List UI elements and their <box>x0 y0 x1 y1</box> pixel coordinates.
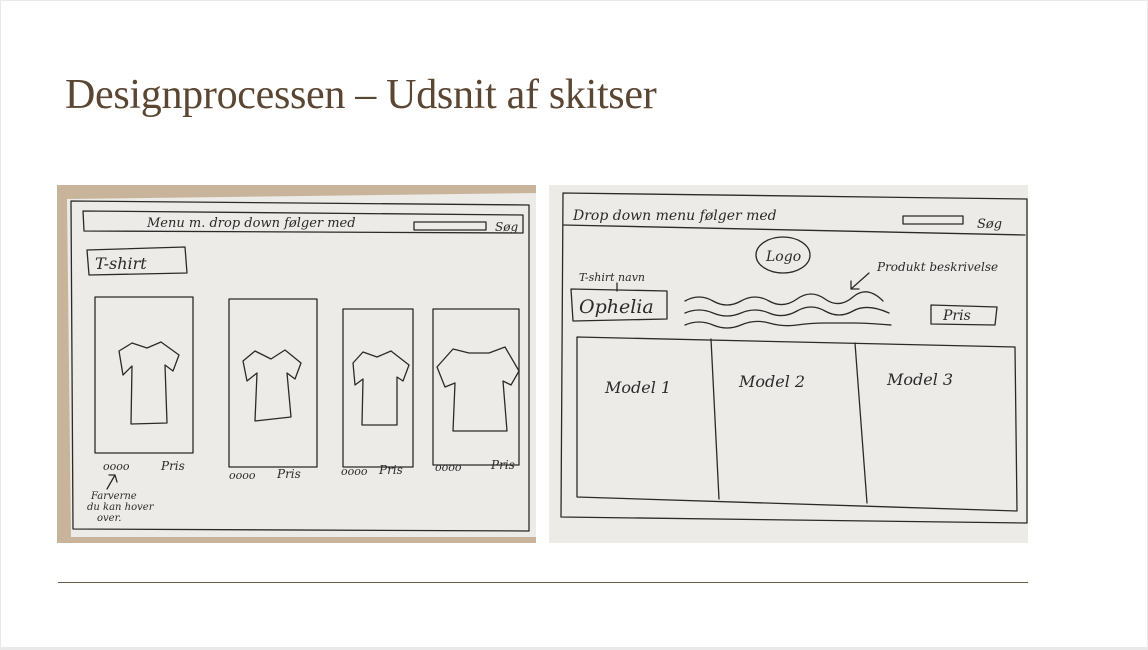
price-box <box>930 304 998 326</box>
description-note: Produkt beskrivelse <box>876 260 998 274</box>
page-frame <box>560 192 1028 524</box>
model-label: Model 2 <box>738 372 805 391</box>
model-divider <box>710 338 720 500</box>
category-label: T-shirt <box>95 254 147 273</box>
models-grid <box>576 336 1018 512</box>
note-arrow <box>106 474 118 490</box>
sketch-photo-product-list: Menu m. drop down følger med Søg T-shirt… <box>57 185 536 543</box>
model-label: Model 3 <box>886 370 953 389</box>
tshirt-sketch <box>352 350 410 426</box>
search-field-sketch <box>413 221 487 231</box>
page-frame <box>70 200 530 532</box>
price-label: Pris <box>942 308 971 324</box>
model-divider <box>854 342 868 504</box>
color-dots: oooo <box>435 461 462 474</box>
category-box <box>86 246 188 276</box>
menu-note: Drop down menu følger med <box>572 208 777 224</box>
footer-divider <box>58 582 1028 583</box>
description-line-sketch <box>684 291 884 306</box>
color-note-line: du kan hover <box>87 502 155 513</box>
menu-divider <box>562 224 1026 236</box>
product-card: oooo Pris <box>228 298 318 482</box>
product-name: Ophelia <box>579 296 654 318</box>
search-label: Søg <box>977 217 1002 232</box>
color-note-line: over. <box>97 513 121 524</box>
product-card: oooo Pris <box>432 308 520 474</box>
sketch-product-list-svg: Menu m. drop down følger med Søg T-shirt… <box>57 185 536 543</box>
slide-title: Designprocessen – Udsnit af skitser <box>65 72 657 118</box>
product-card: oooo Pris <box>341 308 414 478</box>
tshirt-sketch <box>436 346 520 432</box>
menu-bar-sketch <box>82 210 524 234</box>
description-line-sketch <box>684 320 892 329</box>
search-field-sketch <box>902 215 964 225</box>
sketch-photo-product-page: Drop down menu følger med Søg Logo Produ… <box>549 185 1028 543</box>
color-dots: oooo <box>103 460 130 473</box>
logo-label: Logo <box>765 249 801 265</box>
product-card: oooo Pris <box>94 296 194 473</box>
price-label: Pris <box>490 458 515 472</box>
description-line-sketch <box>684 306 890 317</box>
paper-sheet <box>549 185 1028 543</box>
sketch-product-page-svg: Drop down menu følger med Søg Logo Produ… <box>549 185 1028 543</box>
model-label: Model 1 <box>604 378 671 397</box>
color-dots: oooo <box>229 469 256 482</box>
paper-sheet <box>67 193 536 537</box>
color-note-line: Farverne <box>90 491 137 502</box>
price-label: Pris <box>378 463 403 477</box>
color-dots: oooo <box>341 465 368 478</box>
price-label: Pris <box>160 459 185 473</box>
tshirt-sketch <box>118 341 180 425</box>
description-arrow <box>850 272 870 290</box>
menu-note: Menu m. drop down følger med <box>146 216 356 231</box>
price-label: Pris <box>276 467 301 481</box>
tshirt-name-note: T-shirt navn <box>579 271 645 284</box>
product-name-box <box>570 288 668 322</box>
tshirt-sketch <box>242 349 302 422</box>
logo-circle <box>755 236 811 274</box>
search-label: Søg <box>495 220 518 234</box>
